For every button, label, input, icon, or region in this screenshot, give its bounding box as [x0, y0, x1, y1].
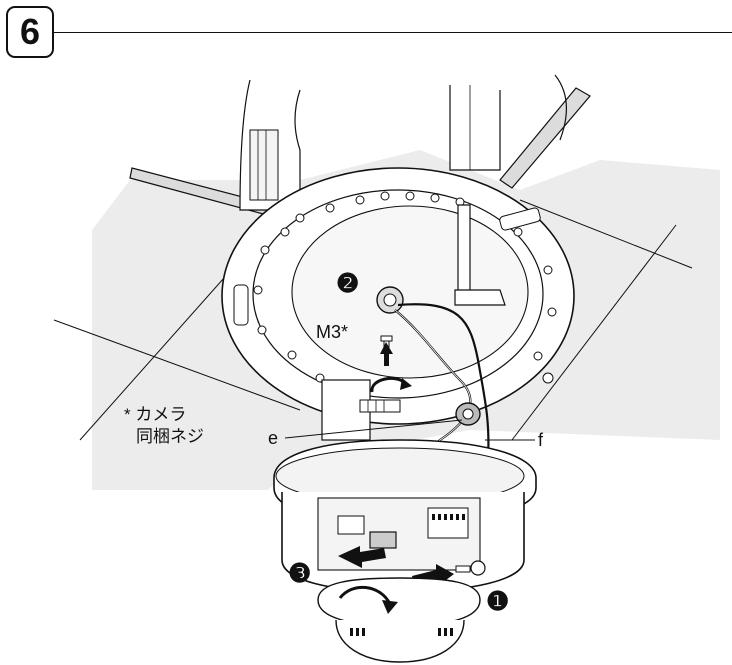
step-number: 6	[19, 11, 41, 52]
terminal-block	[427, 507, 469, 539]
camera-screw	[455, 560, 486, 576]
wall-bracket	[249, 129, 279, 201]
marker-1-glyph: ❶	[486, 586, 510, 616]
pipe-curve	[554, 74, 568, 141]
leader-line-right	[519, 199, 693, 269]
terminal-pins	[432, 514, 465, 520]
camera-dome	[335, 619, 465, 663]
dome-vents	[350, 628, 453, 636]
grommet-e-hole	[462, 408, 474, 420]
label-e: e	[268, 428, 278, 449]
note-line-1: * カメラ	[124, 405, 187, 424]
plate-bracket	[457, 204, 471, 301]
label-f: f	[538, 430, 543, 451]
step-marker-1: ❶	[486, 586, 509, 617]
step-marker-2: ❷	[336, 268, 359, 299]
grommet-hole	[383, 293, 397, 307]
leader-line-lower-left	[79, 259, 241, 441]
leader-line-lower-right	[511, 224, 677, 441]
screw-size-text: M3*	[316, 322, 349, 342]
note-line-2: 同梱ネジ	[136, 427, 204, 446]
lan-connector	[369, 531, 397, 549]
plate-slot-top	[499, 207, 541, 231]
label-e-text: e	[268, 428, 279, 448]
plate-slot-left	[233, 284, 249, 326]
screw-size-label: M3*	[316, 322, 348, 343]
rotate-arrow-head	[400, 378, 412, 390]
marker-2-glyph: ❷	[336, 268, 360, 298]
dome-rotate-arrow-icon	[338, 585, 392, 605]
fixing-bolt	[359, 399, 401, 413]
lan-port	[337, 515, 365, 535]
conduit-pipe	[449, 85, 501, 171]
leader-line-left	[53, 319, 301, 411]
camera-dome-ring	[317, 577, 481, 627]
leader-e	[284, 419, 463, 439]
dome-rotate-arrow-head	[382, 600, 398, 614]
marker-3-glyph: ❸	[288, 558, 312, 588]
arrow-left-icon	[338, 546, 386, 568]
plate-screw-holes	[253, 191, 557, 384]
step-marker-3: ❸	[288, 558, 311, 589]
note-label: * カメラ 同梱ネジ	[124, 404, 204, 448]
plate-bracket-foot	[454, 289, 506, 306]
ceiling-beam-right	[499, 87, 591, 189]
arrow-up-icon	[380, 342, 393, 366]
step-number-box: 6	[6, 6, 54, 58]
label-f-text: f	[538, 430, 544, 450]
step-header-rule	[54, 32, 732, 33]
